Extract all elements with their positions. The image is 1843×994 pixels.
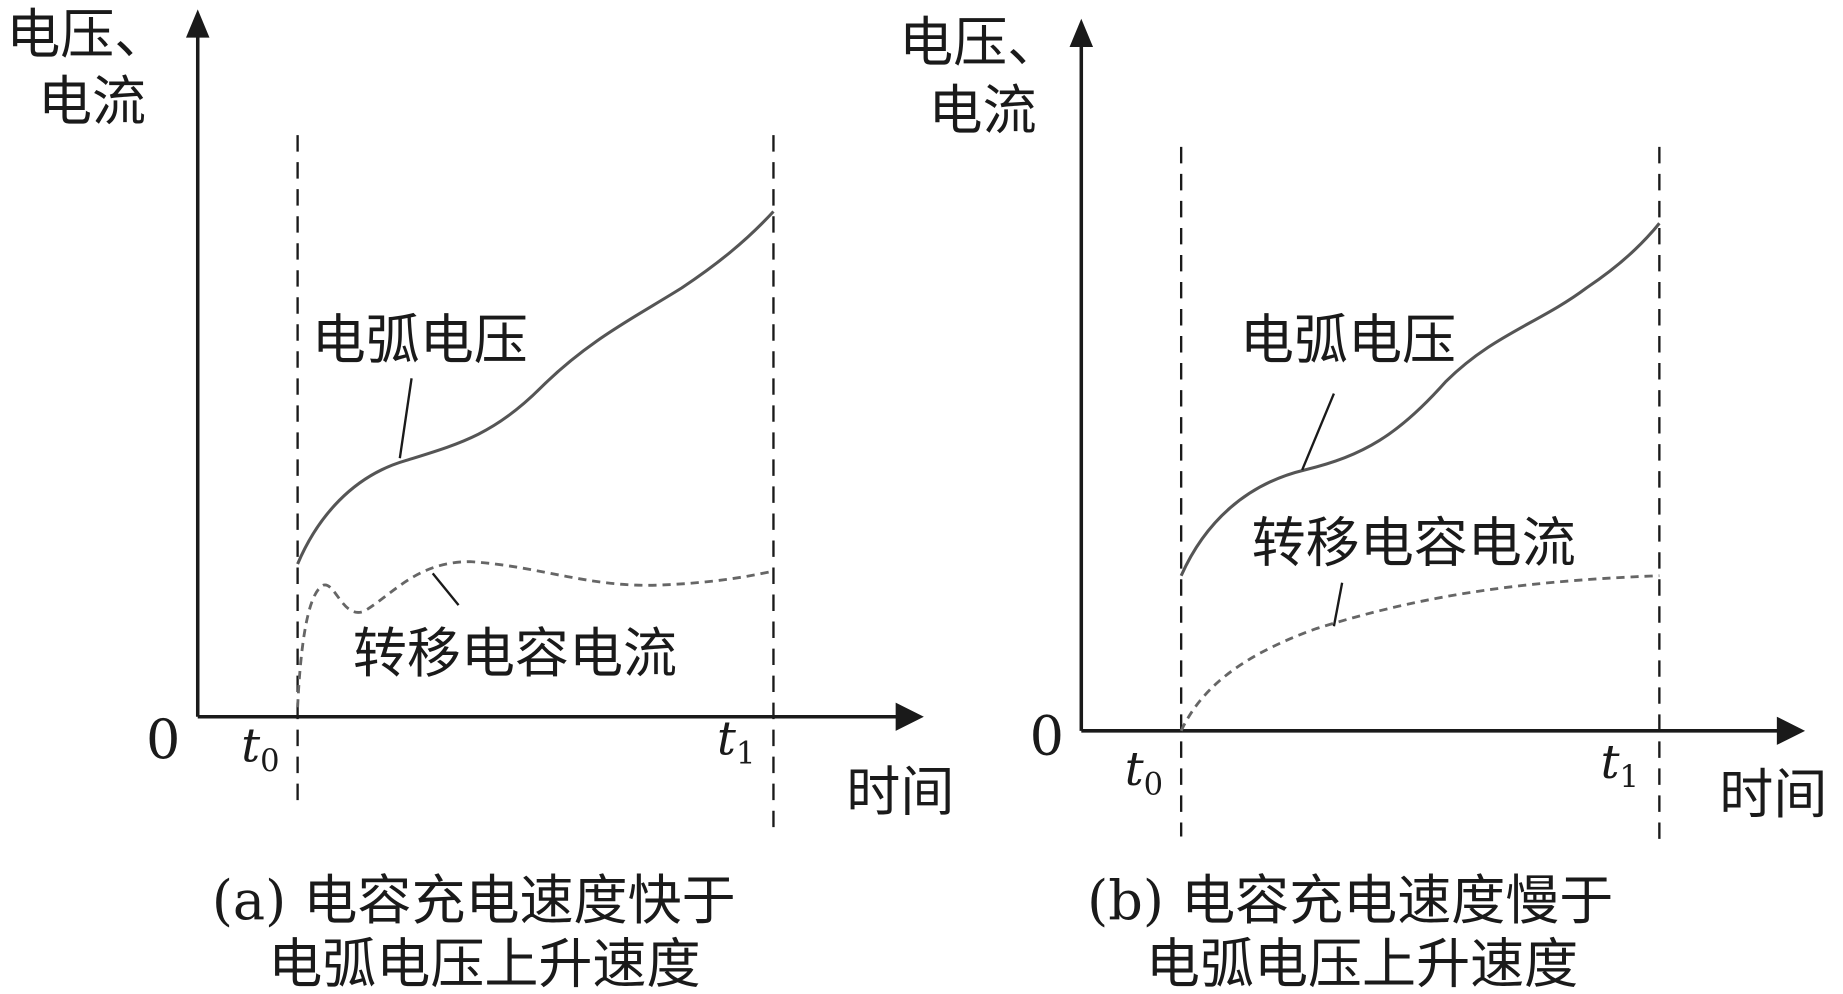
arc-voltage-leader [398, 378, 413, 459]
t0-label: t0 [241, 718, 279, 778]
x-axis-label: 时间 [846, 761, 954, 824]
y-axis-label-line1: 电压、 [899, 11, 1061, 74]
origin-label: 0 [1030, 704, 1064, 767]
capacitor-current-curve [296, 560, 774, 708]
caption-line2: 电弧电压上升速度 [268, 932, 700, 994]
arc-voltage-curve [296, 210, 775, 565]
capacitor-current-leader [1332, 582, 1344, 627]
caption-line1: (a) 电容充电速度快于 [212, 869, 736, 932]
t1-label: t1 [1601, 735, 1639, 795]
y-axis-label-line2: 电流 [929, 79, 1037, 142]
arc-voltage-label: 电弧电压 [1240, 308, 1456, 371]
origin-label: 0 [146, 708, 180, 771]
y-axis-arrow-icon [185, 9, 210, 38]
arc-voltage-leader [1301, 393, 1335, 471]
t0-label: t0 [1125, 742, 1163, 802]
capacitor-current-label: 转移电容电流 [353, 622, 677, 685]
t1-label: t1 [717, 711, 755, 771]
panel-a: 电压、 电流 0 t0 t1 时间 电弧电压 转移电容电流 (a) 电容充电速度… [6, 3, 954, 994]
panel-b: 电压、 电流 0 t0 t1 时间 电弧电压 转移电容电流 (b) 电容充电速度… [899, 11, 1827, 994]
x-axis-arrow-icon [1776, 716, 1806, 745]
arc-voltage-label: 电弧电压 [312, 308, 528, 371]
capacitor-current-leader [431, 572, 460, 606]
arc-voltage-curve [1179, 222, 1661, 577]
x-axis-arrow-icon [895, 702, 924, 731]
y-axis-arrow-icon [1069, 18, 1094, 47]
caption-line2: 电弧电压上升速度 [1146, 932, 1578, 994]
y-axis-label-line1: 电压、 [6, 3, 168, 66]
capacitor-current-curve [1179, 574, 1660, 732]
y-axis-label-line2: 电流 [38, 70, 146, 133]
caption-line1: (b) 电容充电速度慢于 [1087, 869, 1613, 932]
x-axis-label: 时间 [1719, 763, 1827, 826]
capacitor-current-label: 转移电容电流 [1252, 512, 1576, 575]
